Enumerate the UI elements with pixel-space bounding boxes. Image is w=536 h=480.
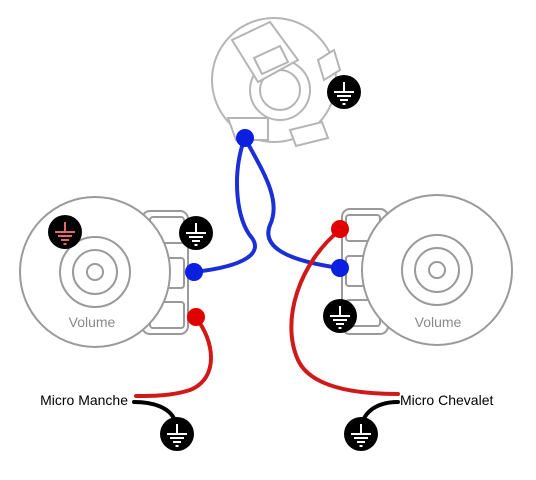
pot-right-label: Volume: [415, 314, 462, 330]
output-jack: [211, 17, 342, 148]
wire-blue-to-right-pot: [244, 138, 342, 270]
solder-point-right-pot-middle: [331, 259, 349, 277]
ground-icon-jack: [326, 74, 362, 110]
label-micro-chevalet: Micro Chevalet: [400, 392, 493, 408]
solder-point-left-pot-middle: [185, 263, 203, 281]
label-micro-manche: Micro Manche: [40, 392, 128, 408]
wire-red-micro-manche: [134, 316, 213, 398]
solder-point-left-pot-input: [187, 308, 205, 326]
wire-blue-to-left-pot: [192, 138, 257, 274]
ground-icon-right-pot-lug: [322, 298, 358, 334]
wire-red-micro-chevalet: [289, 228, 400, 396]
pot-left-label: Volume: [69, 314, 116, 330]
ground-icon-micro-chevalet: [343, 416, 379, 452]
volume-pot-right: [341, 194, 513, 346]
ground-icon-left-pot-casing: [47, 214, 83, 250]
solder-point-right-pot-input: [331, 220, 349, 238]
ground-icon-micro-manche: [159, 416, 195, 452]
solder-point-jack: [236, 129, 254, 147]
ground-icon-left-pot-lug: [178, 215, 214, 251]
